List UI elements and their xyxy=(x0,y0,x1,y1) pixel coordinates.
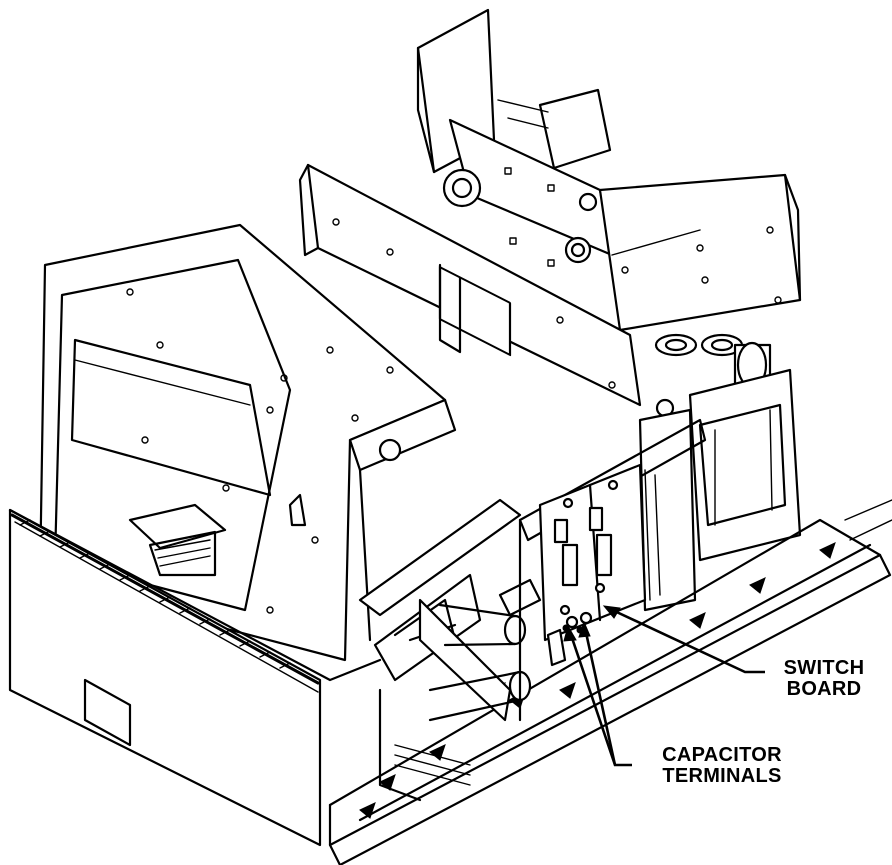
capacitor-terminals-callout: CAPACITOR TERMINALS xyxy=(642,745,802,787)
switch-board-label-line1: SWITCH xyxy=(768,658,880,679)
right-wing-panel xyxy=(600,175,800,330)
capacitor-terminals-label-line1: CAPACITOR xyxy=(642,745,802,766)
switch-board xyxy=(540,465,660,665)
rear-upright-bracket xyxy=(418,10,612,266)
capacitor-terminals-label-line2: TERMINALS xyxy=(642,766,802,787)
switch-board-callout: SWITCH BOARD xyxy=(768,658,880,700)
switch-board-label-line2: BOARD xyxy=(768,679,880,700)
